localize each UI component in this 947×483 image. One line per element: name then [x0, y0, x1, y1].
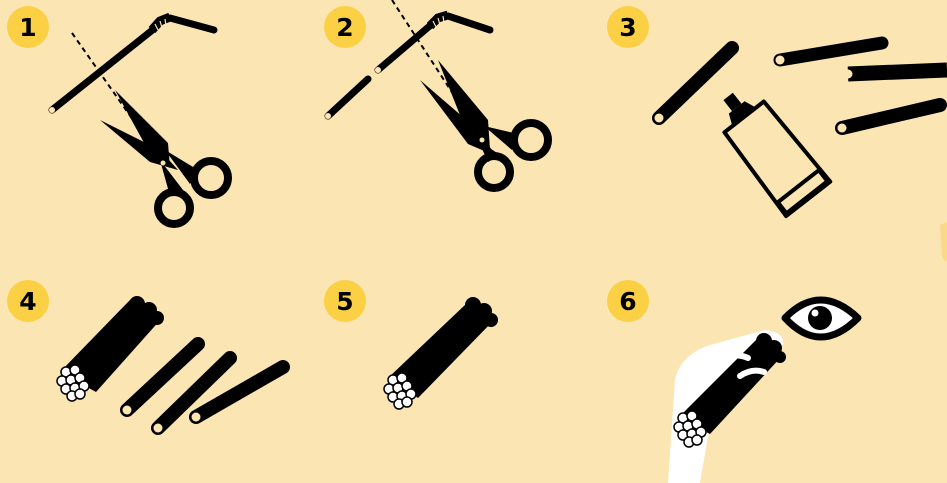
- step-badge-3: 3: [607, 6, 649, 48]
- step-badge-2: 2: [324, 6, 366, 48]
- step-5: 5: [324, 280, 498, 409]
- step-badge-1: 1: [7, 6, 49, 48]
- step-number-6: 6: [619, 287, 636, 316]
- step-number-4: 4: [19, 287, 36, 316]
- straws-bundle-icon: [57, 296, 283, 433]
- glue-and-straws-icon: [655, 43, 947, 216]
- step-4: 4: [7, 280, 283, 433]
- step-number-3: 3: [619, 13, 636, 42]
- step-1: 1: [7, 6, 228, 224]
- step-number-5: 5: [336, 287, 353, 316]
- edge-decoration: [940, 222, 947, 262]
- hand-eye-viewer-icon: [668, 300, 858, 483]
- step-badge-5: 5: [324, 280, 366, 322]
- step-number-1: 1: [19, 13, 36, 42]
- step-3: 3: [607, 6, 947, 216]
- glued-straw-bundle-icon: [384, 297, 498, 409]
- eye-icon: [785, 300, 858, 337]
- scissors-cutting-straw-icon: [49, 17, 228, 224]
- step-number-2: 2: [336, 13, 353, 42]
- step-6: 6: [607, 280, 858, 483]
- step-badge-6: 6: [607, 280, 649, 322]
- step-badge-4: 4: [7, 280, 49, 322]
- step-2: 2: [324, 0, 548, 188]
